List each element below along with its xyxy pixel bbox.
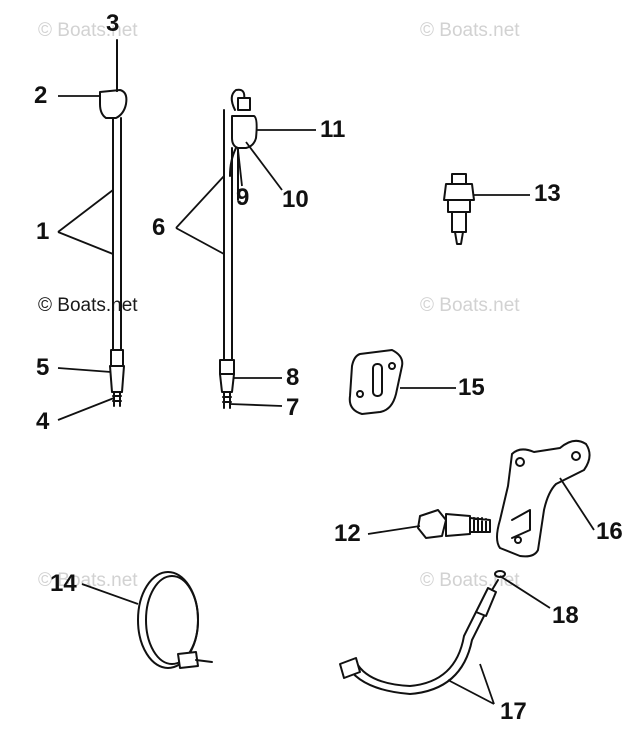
callout-14: 14: [50, 570, 77, 597]
callout-2: 2: [34, 82, 48, 109]
watermark-top-right: © Boats.net: [420, 20, 520, 41]
part-14-strap: [137, 571, 213, 669]
part-16-bracket: [496, 439, 591, 558]
callout-5: 5: [36, 354, 50, 381]
callout-12: 12: [334, 520, 361, 547]
callout-11: 11: [320, 116, 346, 143]
part-6-probe: [219, 88, 258, 409]
callout-4: 4: [36, 408, 50, 435]
callout-17: 17: [500, 698, 527, 725]
callout-18: 18: [552, 602, 579, 629]
watermark-top-left: © Boats.net: [38, 20, 138, 41]
callout-6: 6: [152, 214, 166, 241]
part-13-sensor: [443, 173, 475, 245]
callout-10: 10: [282, 186, 309, 213]
callout-15: 15: [458, 374, 485, 401]
part-17-hose: [339, 579, 499, 695]
callout-8: 8: [286, 364, 300, 391]
callout-1: 1: [36, 218, 50, 245]
part-15-gasket: [348, 349, 404, 415]
leader-lines: [57, 40, 595, 705]
watermark-mid-right: © Boats.net: [420, 295, 520, 316]
watermark-bottom-left: © Boats.net: [38, 570, 138, 591]
callout-13: 13: [534, 180, 561, 207]
callout-3: 3: [106, 10, 120, 37]
callout-9: 9: [236, 184, 250, 211]
callout-7: 7: [286, 394, 300, 421]
part-1-probe: [99, 39, 128, 407]
callout-16: 16: [596, 518, 623, 545]
part-12-sender: [417, 509, 491, 539]
